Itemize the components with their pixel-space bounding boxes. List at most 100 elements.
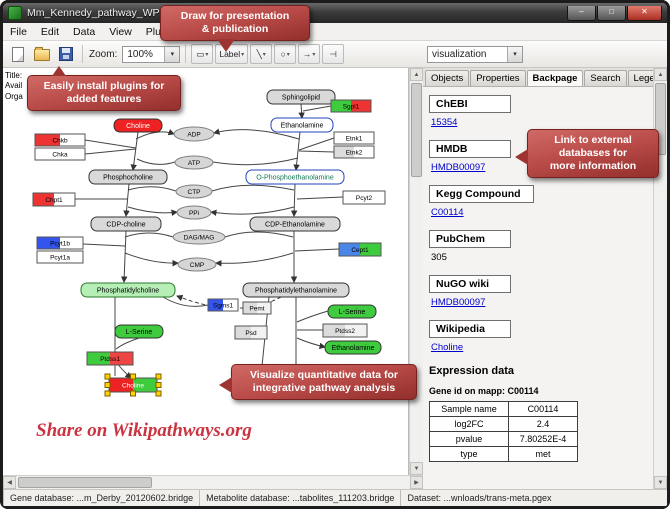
pathway-edge[interactable] bbox=[293, 131, 301, 171]
pathway-edge[interactable] bbox=[290, 183, 298, 217]
atp-node[interactable]: ATP bbox=[174, 155, 214, 170]
ethanolamine-2-node[interactable]: Ethanolamine bbox=[324, 340, 382, 355]
datanode-tool-button[interactable]: ▭▾ bbox=[191, 44, 214, 64]
cept1-node[interactable]: Cept1 bbox=[338, 242, 382, 257]
menu-view[interactable]: View bbox=[109, 25, 132, 38]
selection-handle[interactable] bbox=[104, 382, 111, 388]
scroll-down-icon[interactable]: ▼ bbox=[410, 462, 423, 475]
pathway-edge[interactable] bbox=[298, 103, 305, 119]
etnk1-node[interactable]: Etnk1 bbox=[333, 131, 375, 145]
selection-handle[interactable] bbox=[155, 373, 162, 380]
phosphatidylcholine-node[interactable]: Phosphatidylcholine bbox=[80, 282, 176, 298]
pathway-edge[interactable] bbox=[298, 137, 335, 151]
chka-node[interactable]: Chka bbox=[34, 147, 86, 161]
line-tool-button[interactable]: ╲▾ bbox=[250, 44, 273, 64]
pathway-edge[interactable] bbox=[224, 231, 294, 238]
ppi-node[interactable]: PPi bbox=[176, 205, 212, 220]
ptdss2-node[interactable]: Ptdss2 bbox=[322, 323, 368, 338]
pcyt1a-node[interactable]: Pcyt1a bbox=[36, 250, 84, 264]
choline-node[interactable]: Choline bbox=[113, 118, 163, 133]
pathway-edge[interactable] bbox=[215, 252, 294, 267]
ethanolamine-node[interactable]: Ethanolamine bbox=[270, 117, 334, 133]
pcyt2-node[interactable]: Pcyt2 bbox=[342, 190, 386, 205]
pathway-edge[interactable] bbox=[123, 183, 130, 217]
scroll-up-icon[interactable]: ▲ bbox=[654, 68, 667, 81]
pathway-edge[interactable] bbox=[115, 337, 140, 350]
pathway-edge[interactable] bbox=[212, 157, 299, 166]
cdp-ethanolamine-node[interactable]: CDP-Ethanolamine bbox=[249, 216, 341, 232]
pcyt1b-node[interactable]: Pcyt1b bbox=[36, 236, 84, 250]
zoom-combobox[interactable]: 100% ▾ bbox=[122, 45, 181, 63]
scroll-up-icon[interactable]: ▲ bbox=[410, 68, 423, 81]
pathway-edge[interactable] bbox=[136, 158, 176, 165]
pemt-node[interactable]: Pemt bbox=[242, 301, 272, 315]
maximize-button[interactable]: □ bbox=[597, 5, 626, 21]
choline-selected-node[interactable]: Choline bbox=[104, 373, 162, 397]
l-serine-left-node[interactable]: L-Serine bbox=[114, 324, 164, 339]
pathway-edge[interactable] bbox=[162, 296, 209, 307]
selection-handle[interactable] bbox=[155, 390, 162, 397]
etnk2-node[interactable]: Etnk2 bbox=[333, 145, 375, 159]
selection-handle[interactable] bbox=[130, 373, 136, 380]
pathway-edge[interactable] bbox=[210, 206, 295, 216]
pathway-edge[interactable] bbox=[296, 310, 329, 323]
o-phosphoethanolamine-node[interactable]: O-Phosphoethanolamine bbox=[245, 169, 345, 185]
phosphatidylethanolamine-node[interactable]: Phosphatidylethanolamine bbox=[242, 282, 350, 298]
arrow-tool-button[interactable]: →▾ bbox=[298, 44, 321, 64]
external-id-link[interactable]: C00114 bbox=[431, 207, 464, 218]
external-id-link[interactable]: HMDB00097 bbox=[431, 162, 486, 173]
tab-backpage[interactable]: Backpage bbox=[526, 70, 584, 86]
pathway-edge[interactable] bbox=[130, 131, 139, 171]
pathway-edge[interactable] bbox=[127, 186, 177, 192]
title-bar[interactable]: Mm_Kennedy_pathway_WP1771_45176.gpml – □… bbox=[3, 3, 667, 23]
scroll-right-icon[interactable]: ▶ bbox=[410, 476, 423, 489]
sgms1-node[interactable]: Sgms1 bbox=[207, 298, 239, 312]
minimize-button[interactable]: – bbox=[567, 5, 596, 21]
pathway-edge[interactable] bbox=[124, 252, 179, 267]
open-file-button[interactable] bbox=[31, 44, 53, 64]
menu-data[interactable]: Data bbox=[73, 25, 96, 38]
selection-handle[interactable] bbox=[104, 390, 111, 397]
pathway-edge[interactable] bbox=[211, 184, 295, 192]
external-id-link[interactable]: Choline bbox=[431, 342, 464, 353]
ctp-node[interactable]: CTP bbox=[175, 184, 213, 199]
sphingolipid-node[interactable]: Sphingolipid bbox=[266, 89, 336, 105]
scroll-down-icon[interactable]: ▼ bbox=[654, 476, 667, 489]
scroll-thumb[interactable] bbox=[411, 83, 422, 177]
sgpl1-node[interactable]: Sgpl1 bbox=[330, 99, 372, 113]
pathway-edge[interactable] bbox=[213, 128, 300, 140]
canvas-horizontal-scrollbar[interactable]: ◀ ▶ bbox=[3, 475, 423, 489]
tab-objects[interactable]: Objects bbox=[425, 70, 470, 86]
pathway-edge[interactable] bbox=[124, 232, 174, 238]
tab-properties[interactable]: Properties bbox=[470, 70, 526, 86]
scroll-thumb[interactable] bbox=[655, 83, 666, 155]
selection-handle[interactable] bbox=[104, 373, 111, 380]
l-serine-right-node[interactable]: L-Serine bbox=[327, 304, 377, 319]
pathway-edge[interactable] bbox=[302, 105, 332, 112]
shape-tool-button[interactable]: ○▾ bbox=[274, 44, 297, 64]
external-id-link[interactable]: HMDB00097 bbox=[431, 297, 486, 308]
cmp-node[interactable]: CMP bbox=[177, 257, 217, 272]
pathway-edge[interactable] bbox=[296, 337, 326, 350]
new-file-button[interactable] bbox=[7, 44, 29, 64]
ptdss1-node[interactable]: Ptdss1 bbox=[86, 351, 134, 366]
tab-search[interactable]: Search bbox=[584, 70, 627, 86]
chkb-node[interactable]: Chkb bbox=[34, 133, 86, 147]
scroll-left-icon[interactable]: ◀ bbox=[3, 476, 16, 489]
tbar-tool-button[interactable]: ⊣ bbox=[322, 44, 345, 64]
pathway-edge[interactable] bbox=[294, 248, 340, 252]
psd-node[interactable]: Psd bbox=[234, 325, 268, 340]
pathway-edge[interactable] bbox=[120, 230, 128, 283]
pathway-edge[interactable] bbox=[296, 196, 344, 200]
external-id-link[interactable]: 15354 bbox=[431, 117, 458, 128]
menu-file[interactable]: File bbox=[10, 25, 27, 38]
pathway-edge[interactable] bbox=[82, 243, 126, 247]
visualization-combobox[interactable]: visualization ▾ bbox=[427, 45, 523, 63]
pathway-edge[interactable] bbox=[84, 148, 137, 155]
pathway-edge[interactable] bbox=[127, 206, 178, 216]
phosphocholine-node[interactable]: Phosphocholine bbox=[88, 169, 168, 185]
dag-mag-node[interactable]: DAG/MAG bbox=[172, 229, 226, 245]
cdp-choline-node[interactable]: CDP-choline bbox=[90, 216, 162, 232]
adp-node[interactable]: ADP bbox=[173, 126, 215, 142]
